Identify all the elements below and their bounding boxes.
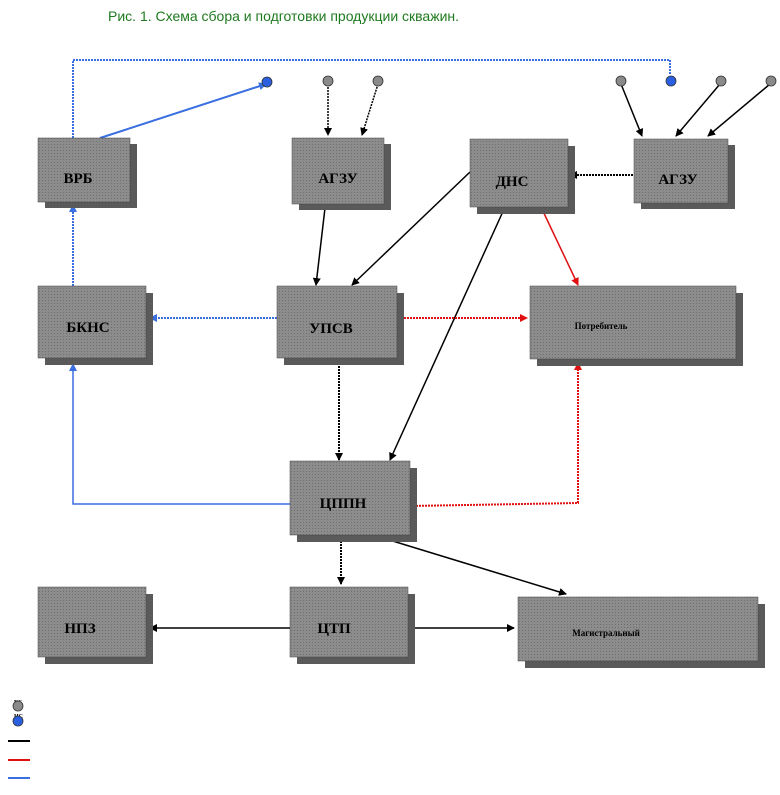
node-trunk-label: Магистральный — [572, 628, 640, 638]
node-agzu-center: АГЗУ — [291, 137, 391, 210]
node-agzu-right: АГЗУ — [633, 138, 735, 209]
node-vrb-label: ВРБ — [63, 171, 92, 187]
figure-title: Рис. 1. Схема сбора и подготовки продукц… — [108, 8, 460, 24]
well-to-agzu-right-line-1 — [620, 83, 644, 137]
node-agzu-right-label: АГЗУ — [658, 172, 697, 188]
production-well-icon — [715, 75, 727, 87]
well-to-agzu-center-line-2 — [360, 83, 379, 136]
node-ctp: ЦТП — [289, 586, 415, 664]
dns-to-consumer-line — [540, 206, 579, 286]
legend: ГС НС — [8, 700, 30, 779]
node-bkns-label: БКНС — [66, 320, 109, 336]
production-well-icon — [322, 75, 334, 87]
production-well-icon — [372, 75, 384, 87]
node-npz: НПЗ — [37, 586, 153, 664]
node-consumer: Потребитель — [529, 285, 743, 366]
node-trunk: Магистральный — [517, 596, 765, 668]
node-tspn: ЦППН — [289, 460, 417, 542]
production-well-icon — [765, 75, 777, 87]
injection-well-icon — [261, 76, 273, 88]
agzu-center-to-upsv-line — [312, 207, 326, 286]
production-well-icon — [615, 75, 627, 87]
legend-injection-well-icon — [12, 715, 24, 727]
node-upsv-label: УПСВ — [309, 321, 353, 337]
node-upsv: УПСВ — [276, 285, 404, 365]
node-dns-label: ДНС — [496, 174, 529, 190]
node-tspn-label: ЦППН — [320, 496, 367, 512]
vrb-to-well-connector — [72, 59, 671, 138]
tspn-to-bkns-line — [69, 363, 290, 505]
node-ctp-label: ЦТП — [317, 621, 351, 637]
node-consumer-label: Потребитель — [575, 321, 628, 331]
tspn-to-consumer-line — [409, 362, 582, 507]
node-vrb: ВРБ — [37, 137, 137, 208]
node-dns: ДНС — [469, 138, 575, 214]
vrb-to-injection-well-line — [99, 82, 267, 139]
dns-to-upsv-line — [351, 171, 471, 286]
well-to-agzu-right-line-2 — [675, 83, 721, 137]
injection-well-icon — [665, 75, 677, 87]
dns-to-tspn-line — [389, 206, 506, 461]
legend-production-well-icon — [12, 700, 24, 712]
tspn-to-trunk-line — [372, 534, 567, 596]
node-agzu-center-label: АГЗУ — [318, 171, 357, 187]
node-npz-label: НПЗ — [64, 621, 95, 637]
node-bkns: БКНС — [37, 285, 153, 365]
well-to-agzu-right-line-3 — [707, 83, 771, 137]
